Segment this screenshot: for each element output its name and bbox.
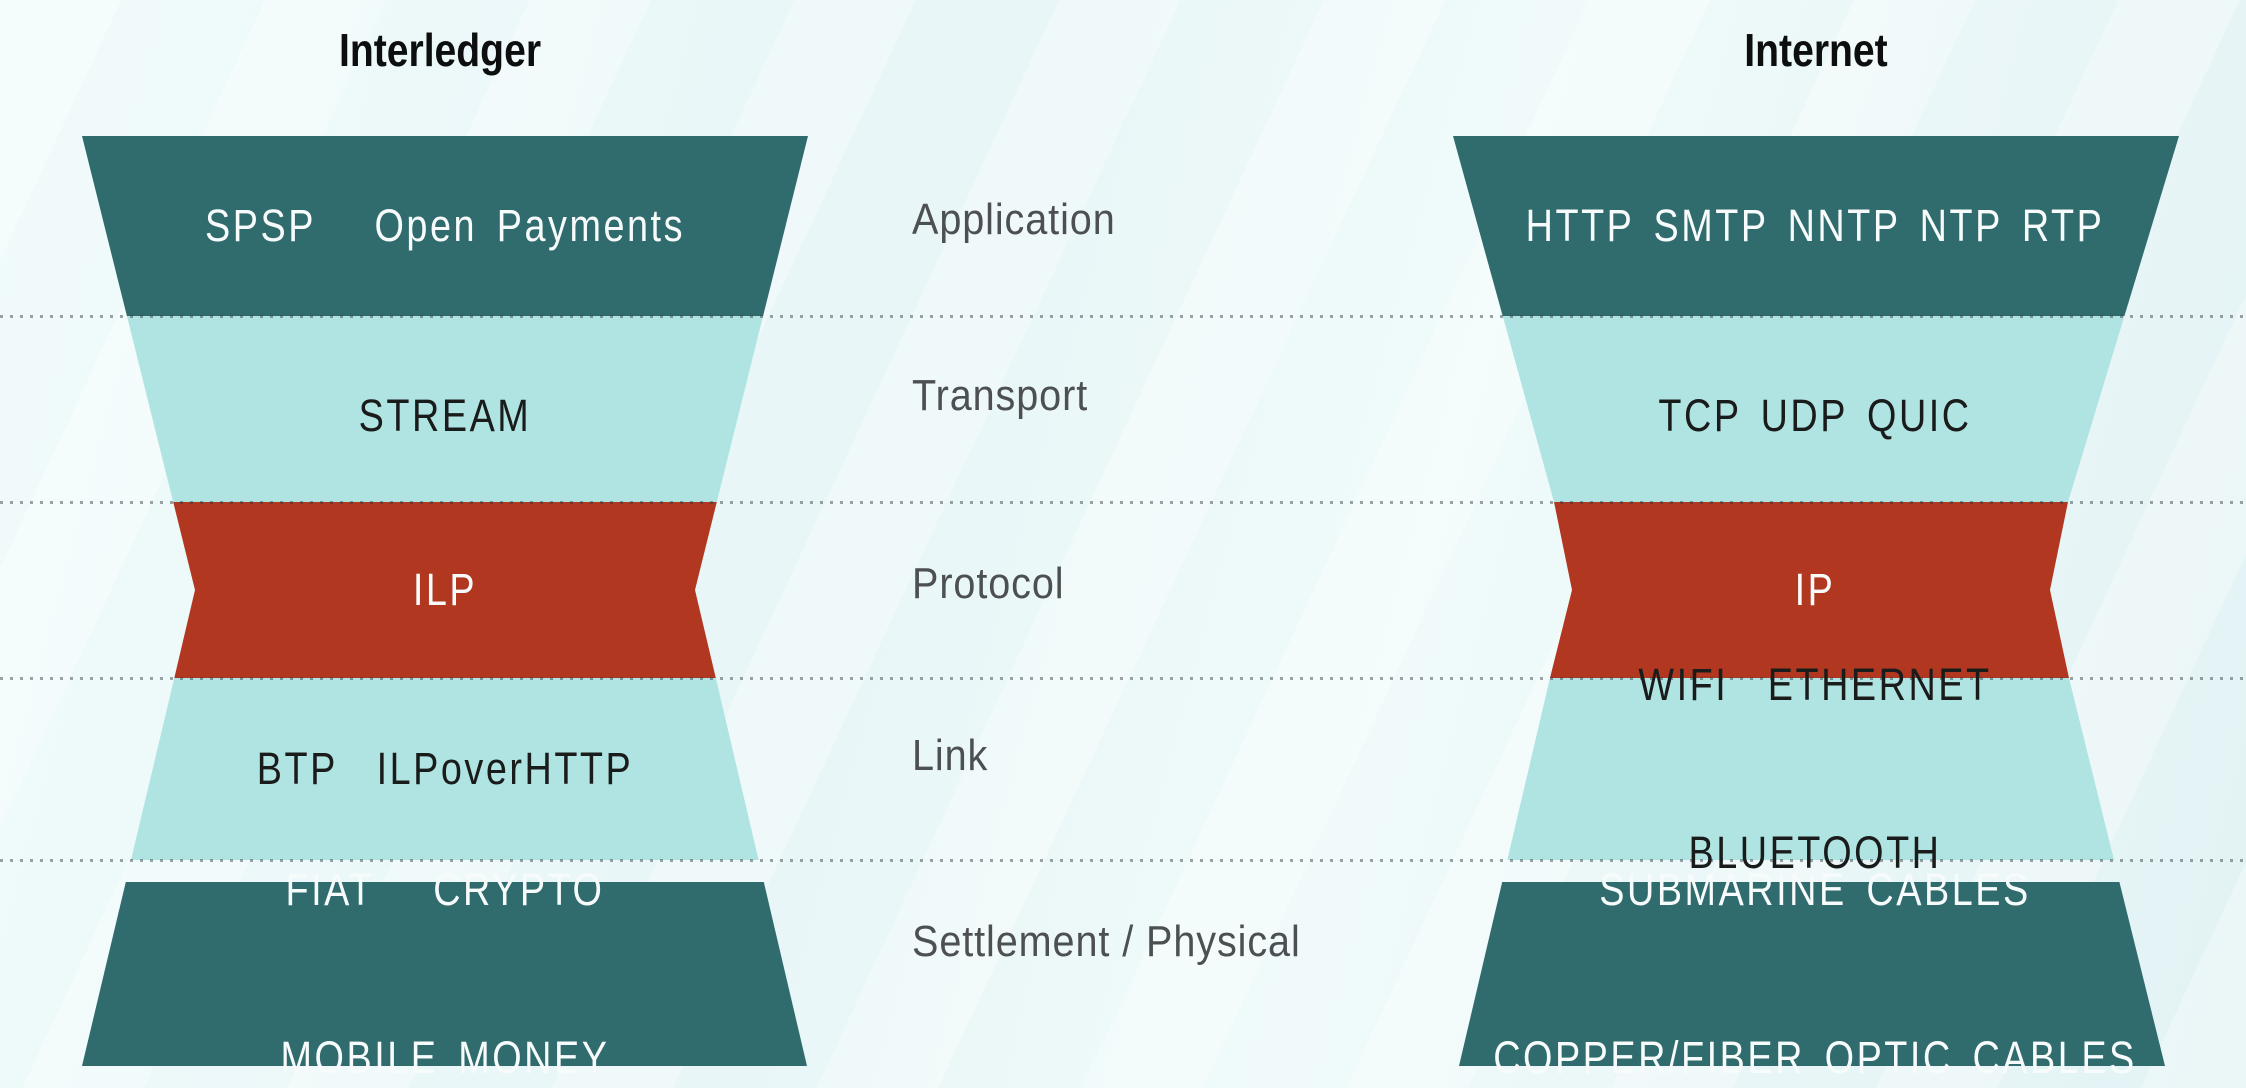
- right-settlement-band: [1459, 882, 2165, 1066]
- right-protocol-text: IP: [1794, 564, 1836, 615]
- left-application-text: SPSP Open Payments: [205, 200, 685, 251]
- protocol-link-divider: [0, 677, 2246, 680]
- right-settlement-line1: SUBMARINE CABLES: [1599, 864, 2031, 915]
- application-transport-divider: [0, 315, 2246, 318]
- left-link-text: BTP ILPoverHTTP: [256, 743, 634, 794]
- link-settlement-divider: [0, 859, 2246, 862]
- left-protocol-band: [173, 502, 717, 678]
- left-protocol-text: ILP: [412, 564, 478, 615]
- right-transport-text: TCP UDP QUIC: [1658, 390, 1972, 441]
- right-settlement-text: SUBMARINE CABLES COPPER/FIBER OPTIC CABL…: [1493, 750, 2137, 1088]
- right-link-text: WIFI ETHERNET BLUETOOTH: [1638, 545, 1991, 993]
- layer-label-application: Application: [912, 195, 1116, 244]
- right-stack-title: Internet: [1744, 24, 1888, 76]
- transport-protocol-divider: [0, 501, 2246, 504]
- right-link-band: [1507, 678, 2114, 860]
- layer-label-transport: Transport: [912, 371, 1089, 420]
- right-protocol-band: [1550, 502, 2069, 678]
- left-settlement-text: FIAT CRYPTO MOBILE MONEY: [281, 750, 610, 1088]
- layer-label-link: Link: [912, 731, 989, 780]
- layer-label-settlement: Settlement / Physical: [912, 917, 1301, 966]
- left-settlement-line1: FIAT CRYPTO: [285, 864, 605, 915]
- left-link-band: [131, 678, 759, 860]
- right-transport-band: [1502, 316, 2125, 502]
- layer-label-protocol: Protocol: [912, 559, 1065, 608]
- right-link-line1: WIFI ETHERNET: [1638, 659, 1992, 710]
- right-link-line2: BLUETOOTH: [1688, 827, 1942, 878]
- left-application-band: [82, 136, 808, 316]
- left-transport-text: STREAM: [358, 390, 532, 441]
- left-settlement-line2: MOBILE MONEY: [280, 1032, 610, 1083]
- right-settlement-line2: COPPER/FIBER OPTIC CABLES: [1493, 1032, 2137, 1083]
- left-stack-title: Interledger: [338, 24, 542, 76]
- right-application-text: HTTP SMTP NNTP NTP RTP: [1525, 200, 2105, 251]
- left-transport-band: [126, 316, 764, 502]
- left-settlement-band: [82, 882, 807, 1066]
- right-application-band: [1453, 136, 2179, 316]
